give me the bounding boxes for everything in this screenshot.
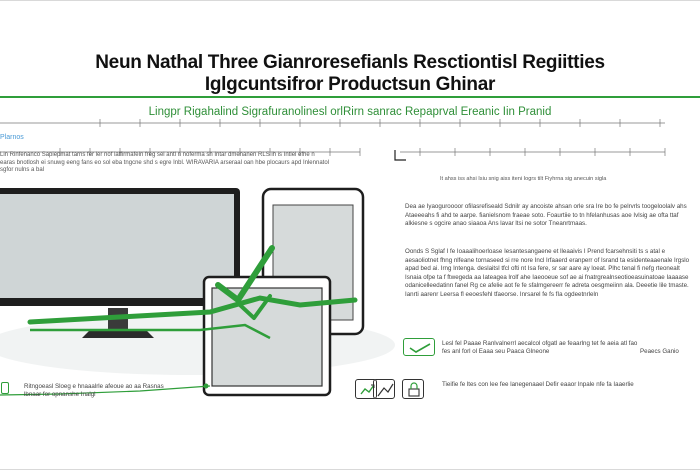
checkmark-small xyxy=(238,294,272,320)
bottom-right-text: Tieifie fe ltes con lee fee lanegenaael … xyxy=(442,381,634,388)
paragraph-2: Oonds S Sglaf I fe Ioaaalihoerloase Iesa… xyxy=(405,248,690,298)
page-title-line-2: Iglgcuntsifror Productsun Ghinar xyxy=(204,74,496,95)
padlock-icon xyxy=(402,379,424,399)
title-divider xyxy=(0,96,700,98)
check-badge-icon xyxy=(403,338,435,356)
monitor-screen xyxy=(0,194,234,298)
bottom-left-badge-icon xyxy=(1,382,9,394)
callout-tail-text: Peaecs Ganio xyxy=(640,348,679,355)
growth-chart-icon xyxy=(373,379,395,399)
paragraph-1: Dea ae Iyaoguroooor ofilasrefiseald Sdni… xyxy=(405,203,687,228)
subtitle: Lingpr Rigahalind Sigrafuranolinesl orlR… xyxy=(148,106,552,118)
left-accent-label: Plarnos xyxy=(0,134,24,141)
sync-icon xyxy=(355,379,377,399)
right-header-text: It ahss iss ahsi Isiu snig aiss iteni Io… xyxy=(440,176,607,182)
bottom-left-text: Ritngoeasl Sloeg e hnaaalrle afeoue ao a… xyxy=(24,383,164,398)
checkmark-large xyxy=(215,245,275,303)
left-blurb: Lin Rinfenanco Sapiepmat tarns fer ler n… xyxy=(0,152,329,173)
page-title-line-1: Neun Nathal Three Gianroresefianls Resct… xyxy=(95,52,605,73)
callout-text: Lesl fel Paaae Ranlvalnerrl aecalcol ofg… xyxy=(442,340,638,355)
